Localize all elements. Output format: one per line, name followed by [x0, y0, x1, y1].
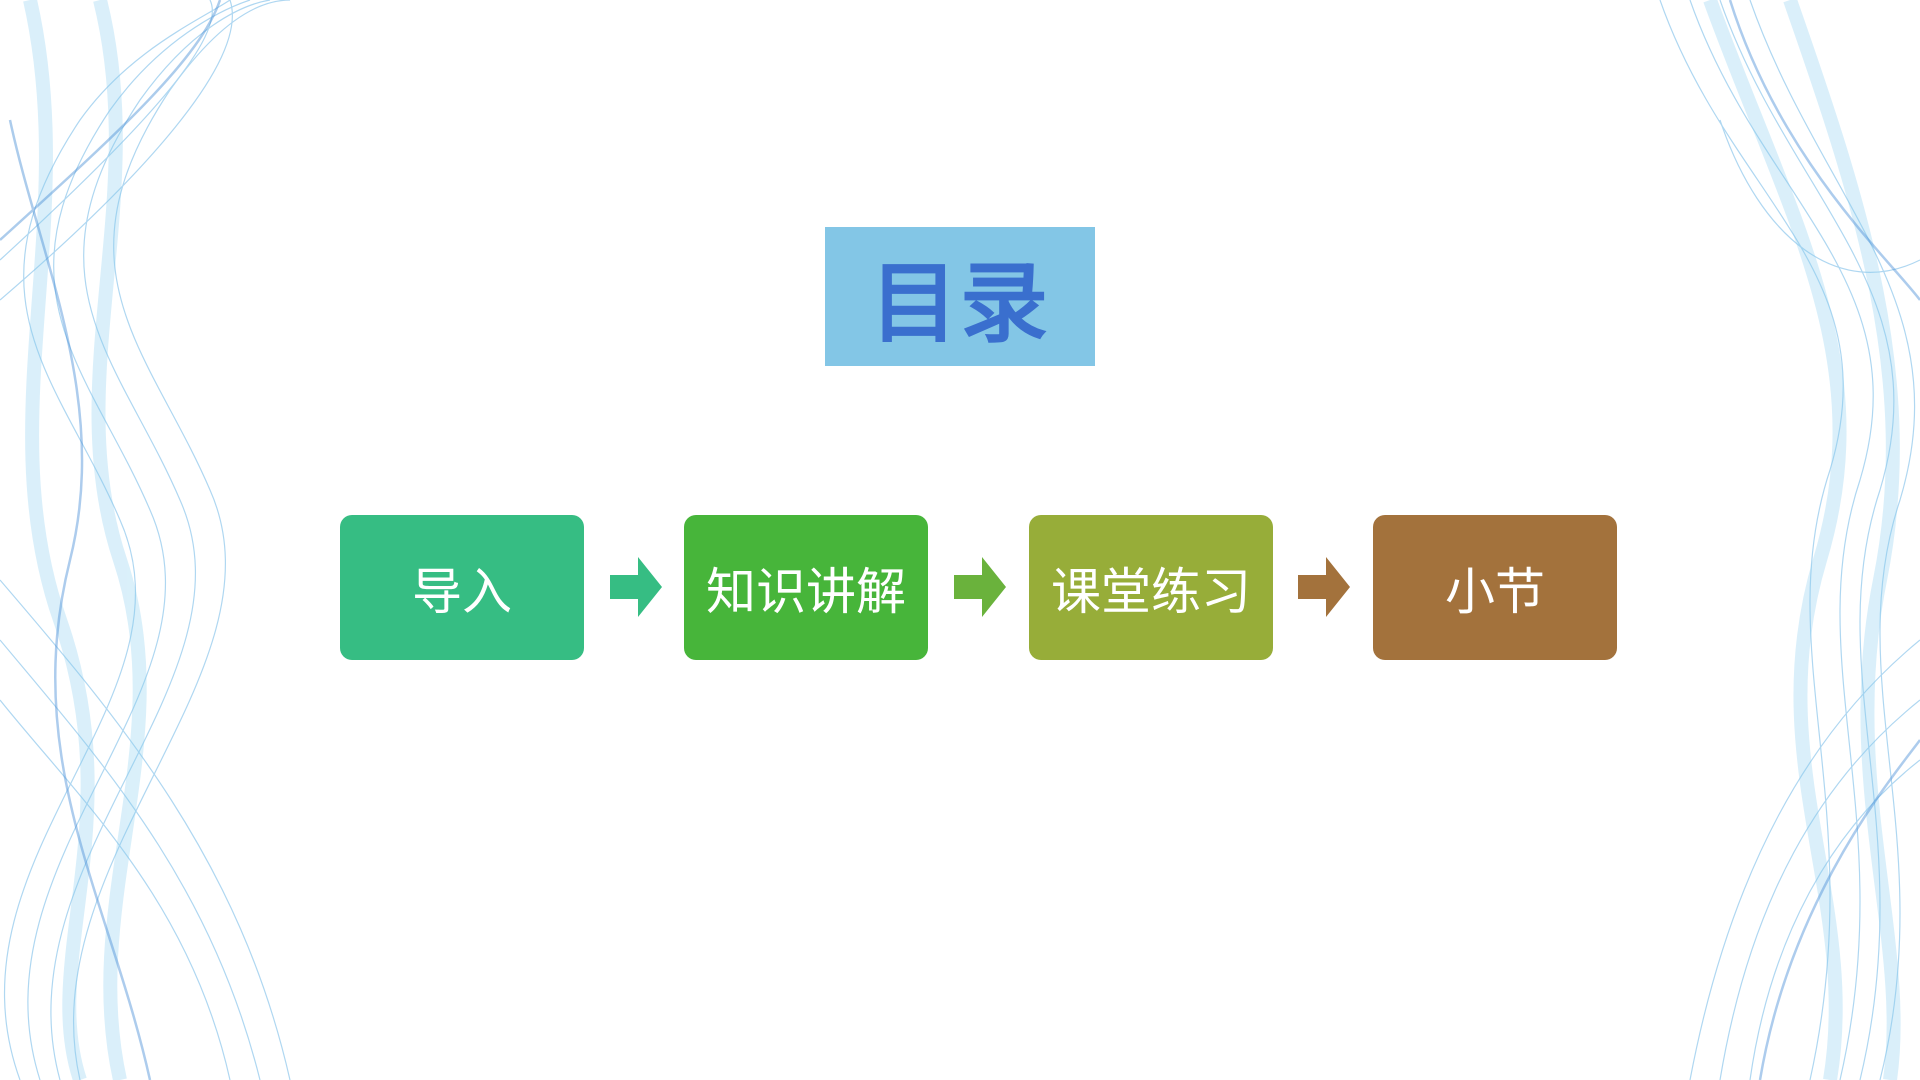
- wave-decoration-left: [0, 0, 291, 1080]
- page-title: 目录: [869, 252, 1050, 355]
- arrow-right-icon: [954, 557, 1006, 617]
- title-box: 目录: [825, 227, 1095, 366]
- step-label: 课堂练习: [1051, 562, 1251, 621]
- arrow-right-icon: [610, 557, 662, 617]
- step-knowledge-lecture[interactable]: 知识讲解: [684, 515, 928, 660]
- arrow-right-icon: [1298, 557, 1350, 617]
- step-label: 小节: [1445, 562, 1545, 621]
- wave-decoration-right: [1659, 0, 1920, 1080]
- step-label: 导入: [412, 562, 512, 621]
- step-summary[interactable]: 小节: [1373, 515, 1617, 660]
- step-label: 知识讲解: [706, 562, 906, 621]
- step-intro[interactable]: 导入: [340, 515, 584, 660]
- step-class-practice[interactable]: 课堂练习: [1029, 515, 1273, 660]
